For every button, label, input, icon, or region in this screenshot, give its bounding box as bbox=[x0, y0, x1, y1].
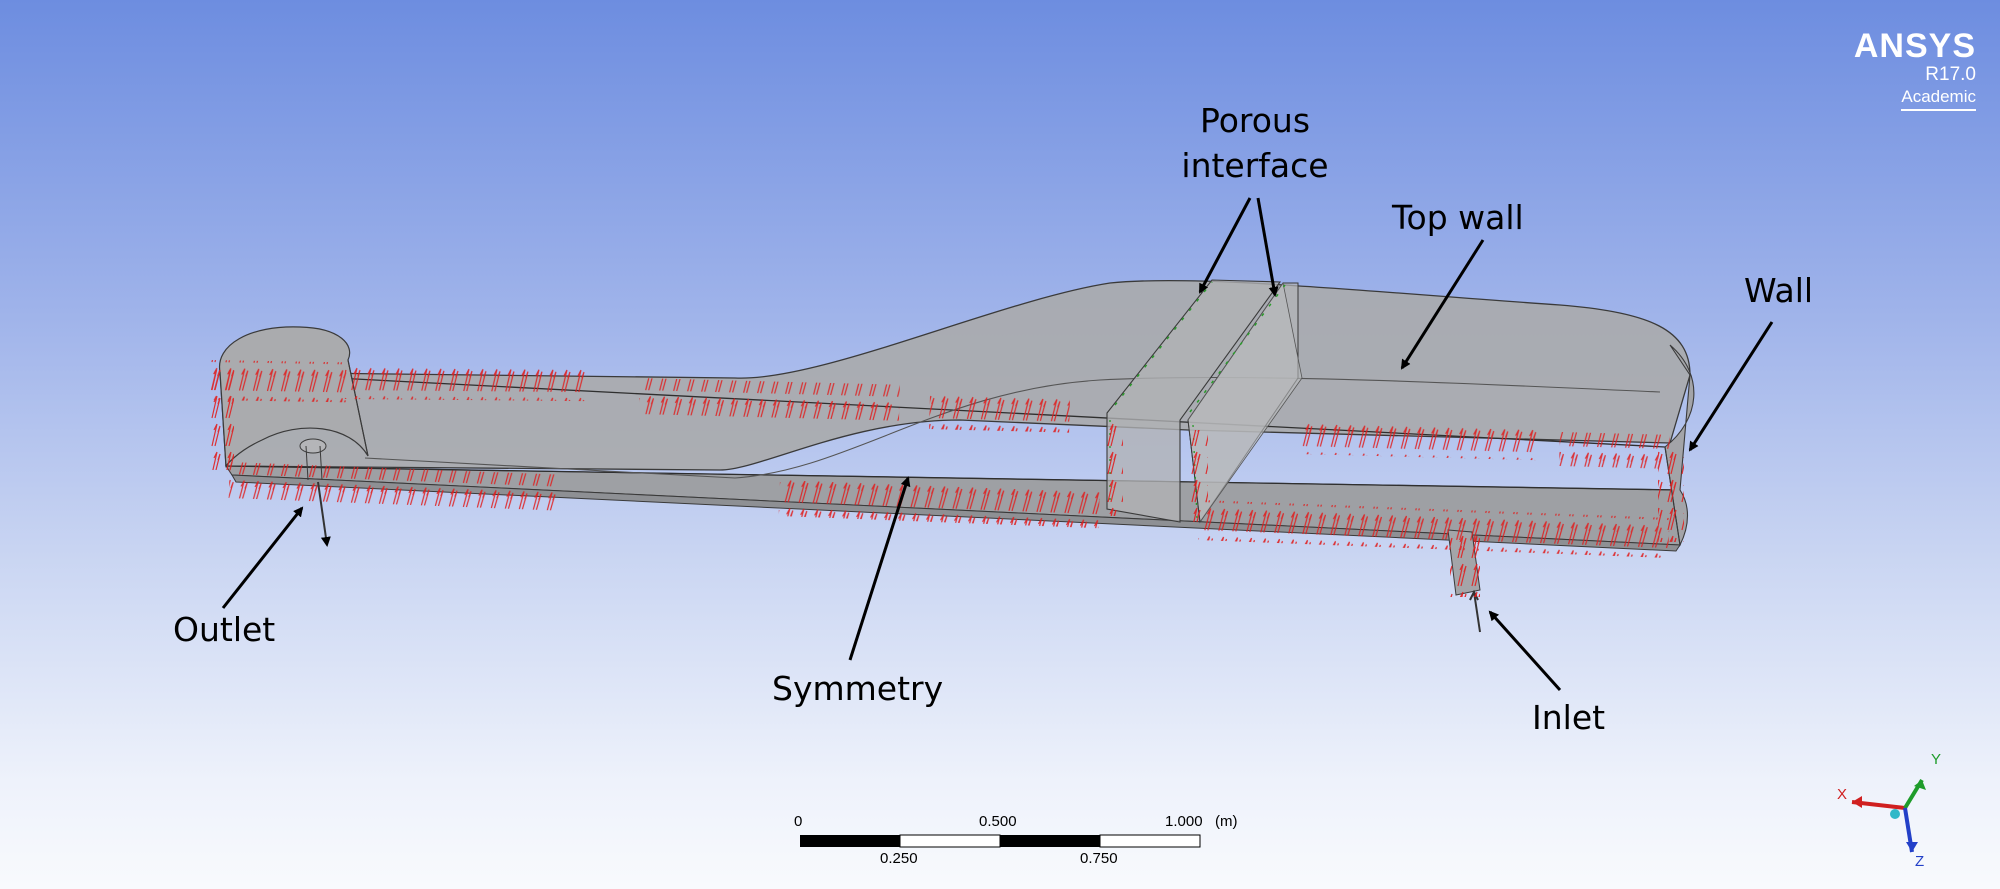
porous-arrow-1 bbox=[1198, 197, 1252, 294]
axis-triad bbox=[1851, 778, 1926, 853]
symmetry-arrow bbox=[848, 476, 911, 661]
logo-brand: ANSYS bbox=[1853, 27, 1976, 65]
symmetry-label: Symmetry bbox=[772, 669, 944, 708]
outlet-arrow bbox=[221, 506, 304, 609]
inlet-label: Inlet bbox=[1532, 698, 1606, 737]
logo-edition: Academic bbox=[1901, 86, 1976, 111]
ansys-logo: ANSYS R17.0 Academic bbox=[1854, 28, 1976, 111]
symmetry-curve bbox=[364, 376, 1661, 479]
scale-tick-0: 0 bbox=[794, 813, 803, 830]
top-wall-arrow bbox=[1400, 239, 1485, 370]
top-wall-label: Top wall bbox=[1392, 198, 1524, 237]
callout-arrows bbox=[221, 197, 1774, 692]
inlet-arrow bbox=[1488, 610, 1562, 692]
porous-interface-label: Porous interface bbox=[1155, 98, 1355, 188]
wall-label: Wall bbox=[1744, 271, 1814, 310]
porous-arrow-2 bbox=[1256, 197, 1279, 297]
scale-tick-0500: 0.500 bbox=[979, 813, 1017, 830]
mid-edge bbox=[225, 465, 1681, 491]
scale-tick-0750: 0.750 bbox=[1080, 850, 1118, 867]
triad-origin bbox=[1890, 809, 1900, 819]
outlet-port bbox=[299, 438, 327, 454]
outlet-label: Outlet bbox=[173, 610, 276, 649]
wall-arrow bbox=[1688, 321, 1774, 452]
scale-tick-0250: 0.250 bbox=[880, 850, 918, 867]
triad-y-label: Y bbox=[1931, 751, 1942, 768]
right-end-cap bbox=[1664, 344, 1695, 547]
scale-bar bbox=[800, 834, 1201, 848]
scale-unit: (m) bbox=[1215, 813, 1238, 830]
wall-boundary-markers bbox=[209, 359, 1684, 597]
logo-version: R17.0 bbox=[1925, 64, 1976, 85]
scale-tick-1000: 1.000 bbox=[1165, 813, 1203, 830]
porous-interface-label-line1: Porous bbox=[1199, 101, 1311, 140]
porous-interface-label-line2: interface bbox=[1181, 146, 1329, 185]
triad-x-label: X bbox=[1837, 786, 1848, 803]
triad-z-label: Z bbox=[1915, 853, 1925, 870]
